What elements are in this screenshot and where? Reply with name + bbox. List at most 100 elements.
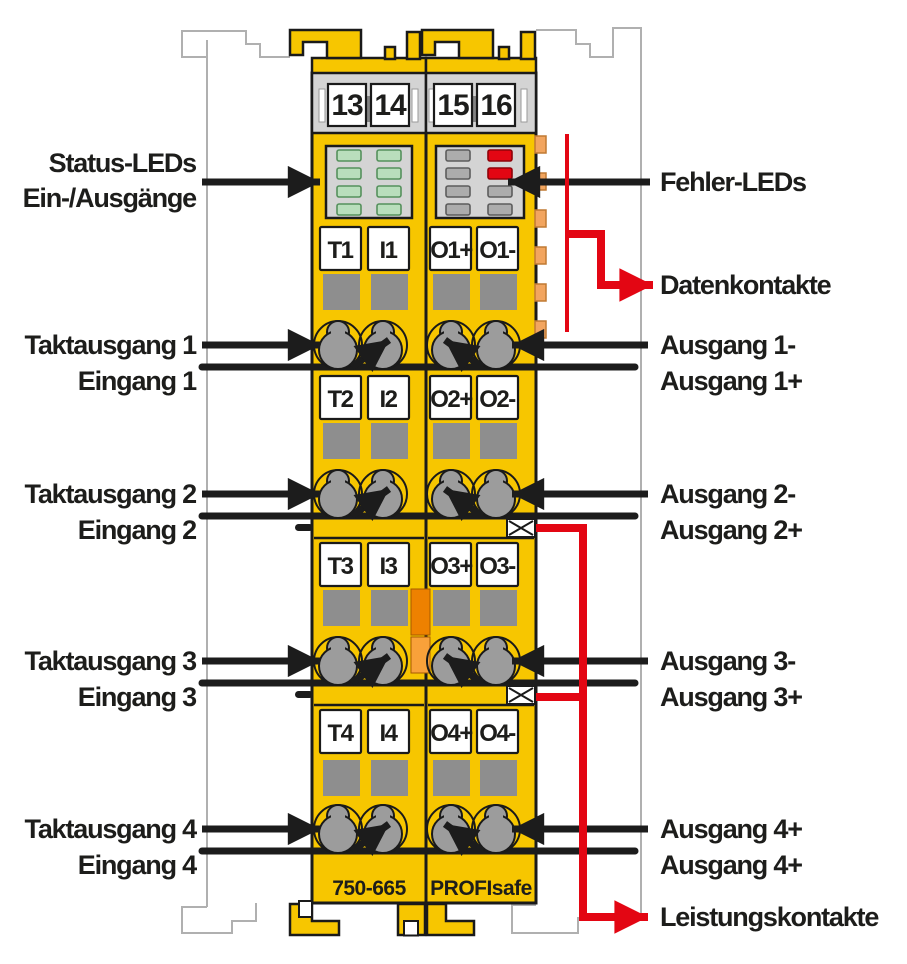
plug-number: 13 bbox=[331, 89, 363, 122]
label-status-leds-line2: Ein-/Ausgänge bbox=[22, 183, 198, 213]
header-strip bbox=[520, 88, 528, 123]
power-jumper-contact-spring bbox=[506, 518, 536, 538]
clamp-square bbox=[371, 760, 408, 796]
data-contact-tab bbox=[534, 320, 547, 339]
clamp-square bbox=[371, 423, 408, 459]
label-eingang-3: Eingang 3 bbox=[77, 682, 197, 712]
red-traces bbox=[536, 134, 653, 934]
label-ausgang-3-plus: Ausgang 3+ bbox=[660, 682, 803, 712]
label-eingang-2: Eingang 2 bbox=[77, 515, 197, 545]
left-neighbor-outline bbox=[181, 30, 290, 934]
label-ausgang-4-plus: Ausgang 4+ bbox=[660, 850, 803, 880]
latch-slab bbox=[424, 56, 538, 76]
data-contact-tab bbox=[534, 283, 547, 302]
data-contact-tab bbox=[534, 246, 547, 265]
clamp-square bbox=[323, 760, 360, 796]
power-jumper-contact-blade bbox=[295, 524, 313, 531]
shared-annotation-lines bbox=[198, 363, 639, 855]
arrow-ausgang-plus-3 bbox=[442, 653, 485, 688]
clamp-square bbox=[433, 590, 470, 626]
label-taktausgang-2: Taktausgang 2 bbox=[24, 479, 198, 509]
data-contact-tab bbox=[534, 209, 547, 228]
error-led bbox=[487, 167, 513, 180]
module-order-number: 750-665 bbox=[332, 877, 406, 900]
data-contact-tab bbox=[534, 135, 547, 154]
terminal-label: O3+ bbox=[430, 553, 473, 580]
annotation-arrows bbox=[202, 165, 650, 856]
status-led bbox=[336, 149, 362, 162]
clamp-square bbox=[323, 423, 360, 459]
status-led bbox=[376, 203, 402, 216]
plug-number: 16 bbox=[480, 89, 512, 122]
clamp-square bbox=[433, 274, 470, 310]
latch-tab bbox=[519, 30, 537, 61]
foot-notch bbox=[403, 920, 419, 937]
terminal-label: O4+ bbox=[430, 720, 473, 747]
label-eingang-4: Eingang 4 bbox=[77, 850, 197, 880]
error-led bbox=[445, 149, 471, 162]
label-eingang-1: Eingang 1 bbox=[77, 366, 197, 396]
label-taktausgang-3: Taktausgang 3 bbox=[24, 646, 198, 676]
status-led bbox=[336, 185, 362, 198]
latch-step bbox=[383, 45, 397, 61]
status-led bbox=[376, 167, 402, 180]
arrow-eingang-1 bbox=[349, 337, 392, 372]
module-seams bbox=[314, 536, 534, 707]
clamp-square bbox=[433, 760, 470, 796]
clamp-square bbox=[480, 590, 517, 626]
label-ausgang-2-minus: Ausgang 2- bbox=[660, 479, 796, 509]
arrow-ausgang-plus-1 bbox=[442, 337, 485, 372]
release-latch-upper bbox=[410, 588, 431, 636]
label-datenkontakte: Datenkontakte bbox=[660, 270, 832, 300]
header-strip bbox=[411, 88, 419, 123]
terminal-label: I1 bbox=[379, 237, 397, 264]
label-status-leds-line1: Status-LEDs bbox=[48, 148, 198, 178]
terminal-label: T1 bbox=[327, 237, 353, 264]
terminal-label: T3 bbox=[327, 553, 353, 580]
terminal-label: I2 bbox=[379, 386, 397, 413]
clamp-square bbox=[480, 274, 517, 310]
terminal-label: I3 bbox=[379, 553, 397, 580]
arrow-ausgang-plus-4 bbox=[442, 821, 485, 856]
terminal-label: O1- bbox=[479, 237, 516, 264]
terminal-label: O4- bbox=[479, 720, 516, 747]
header-strip bbox=[318, 88, 326, 123]
latch-slab bbox=[310, 56, 428, 76]
terminal-label: O1+ bbox=[430, 237, 473, 264]
release-latch-lower bbox=[410, 636, 431, 674]
status-led bbox=[336, 167, 362, 180]
arrow-eingang-3 bbox=[349, 653, 392, 688]
terminal-label: O2+ bbox=[430, 386, 473, 413]
bottom-feet bbox=[288, 900, 476, 937]
arrow-eingang-4 bbox=[349, 821, 392, 856]
latch-tab bbox=[405, 30, 422, 61]
data-contacts-arrow bbox=[567, 230, 653, 302]
plug-number: 14 bbox=[374, 89, 407, 122]
latch-step bbox=[497, 45, 511, 61]
terminal-label: T2 bbox=[327, 386, 353, 413]
top-latches bbox=[288, 28, 538, 76]
terminal-label: O2- bbox=[479, 386, 516, 413]
plug-number: 15 bbox=[437, 89, 469, 122]
error-led bbox=[487, 149, 513, 162]
label-fehler-leds: Fehler-LEDs bbox=[660, 167, 807, 197]
power-contacts-arrow bbox=[536, 524, 648, 934]
arrow-ausgang-plus-2 bbox=[442, 486, 485, 521]
arrow-eingang-2 bbox=[349, 486, 392, 521]
clamp-square bbox=[480, 760, 517, 796]
power-jumper-contact-blade bbox=[295, 691, 313, 698]
clamp-square bbox=[371, 590, 408, 626]
clamp-square bbox=[371, 274, 408, 310]
power-jumper-contact-spring bbox=[506, 685, 536, 705]
clamp-square bbox=[480, 423, 517, 459]
label-leistungskontakte: Leistungskontakte bbox=[660, 902, 879, 932]
label-ausgang-1-minus: Ausgang 1- bbox=[660, 330, 796, 360]
status-led bbox=[376, 149, 402, 162]
terminal-banks: T1 I1 O1+ O1- T2 I2 O2+ O2- T3 I3 O3+ O3… bbox=[318, 225, 520, 796]
plug-connector bbox=[470, 96, 479, 122]
latch-hook bbox=[420, 28, 495, 60]
error-led bbox=[487, 203, 513, 216]
terminal-label: T4 bbox=[327, 720, 354, 747]
foot bbox=[288, 902, 341, 937]
